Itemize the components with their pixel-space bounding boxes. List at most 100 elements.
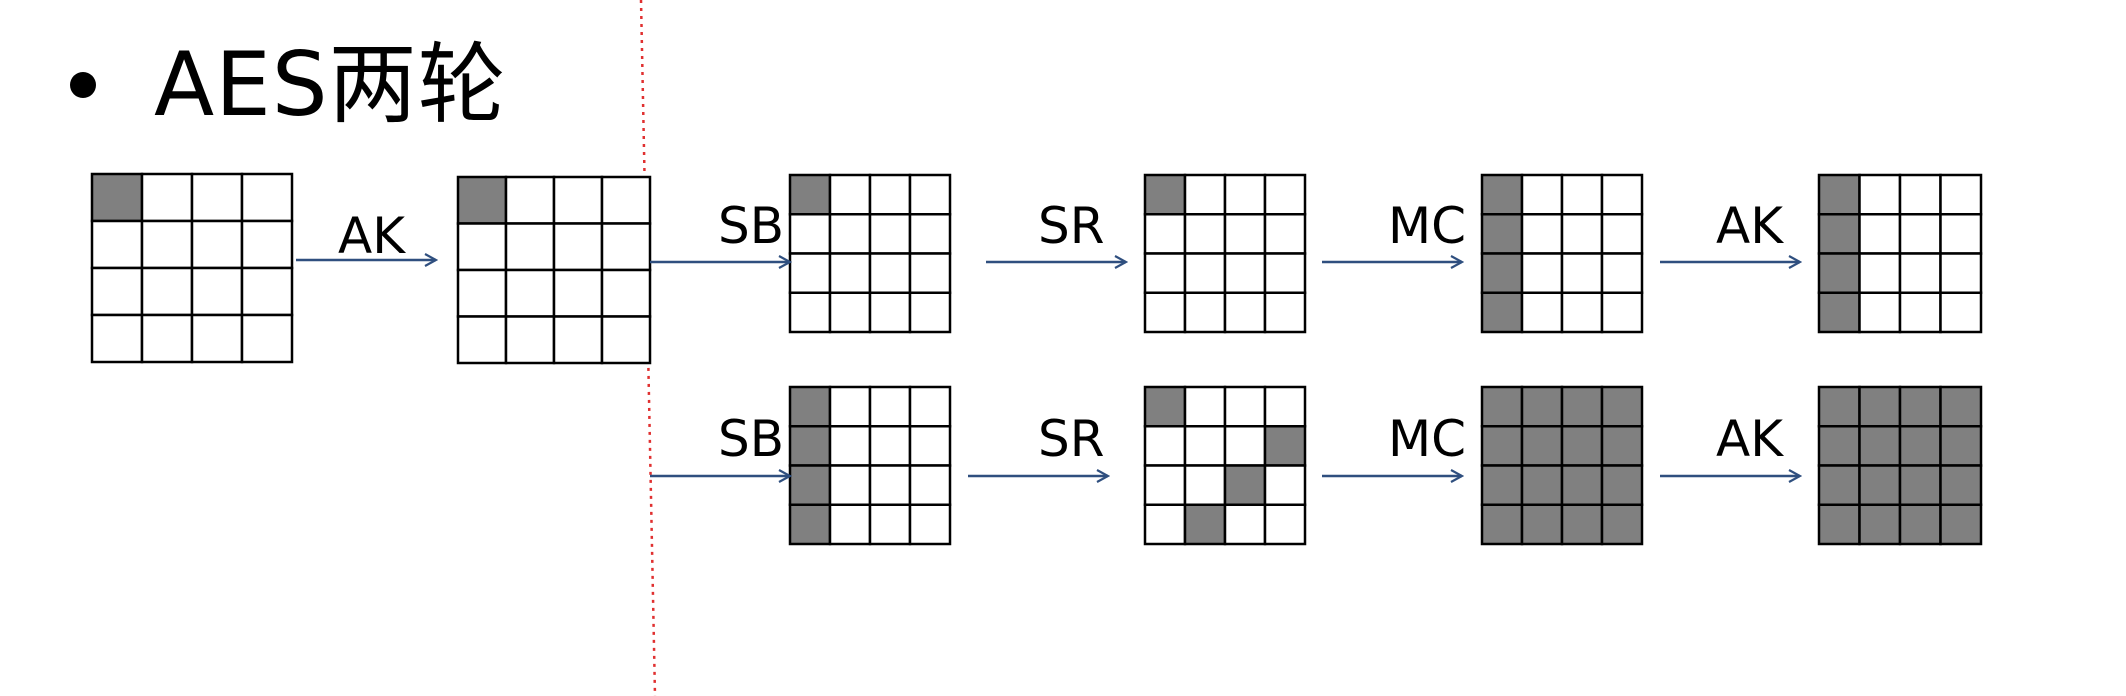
shaded-cell-r1-c1 — [1520, 425, 1564, 467]
matrix-cell-r2-c0 — [1143, 252, 1187, 294]
matrix-cell-r2-c1 — [828, 252, 872, 294]
matrix-cell-r0-c3 — [1263, 385, 1307, 428]
matrix-cell-r2-c0 — [456, 268, 508, 318]
matrix-cell-r3-c2 — [1560, 291, 1604, 334]
matrix-cell-r3-c1 — [1858, 291, 1902, 334]
shaded-cell-r2-c2 — [1560, 464, 1604, 506]
shaded-cell-r1-c2 — [1560, 425, 1604, 467]
shaded-cell-r0-c0 — [1480, 385, 1524, 428]
matrix-cell-r2-c3 — [1939, 252, 1983, 294]
shaded-cell-r2-c2 — [1223, 464, 1267, 506]
shaded-cell-r3-c0 — [1480, 291, 1524, 334]
shaded-cell-r0-c0 — [788, 385, 832, 428]
shaded-cell-r1-c0 — [1480, 213, 1524, 255]
matrix-cell-r1-c0 — [456, 222, 508, 272]
shaded-cell-r3-c0 — [1480, 503, 1524, 546]
shaded-cell-r0-c2 — [1560, 385, 1604, 428]
matrix-cell-r3-c0 — [788, 291, 832, 334]
matrix-cell-r0-c2 — [1560, 173, 1604, 216]
matrix-cell-r1-c2 — [868, 213, 912, 255]
matrix-cell-r1-c3 — [600, 222, 652, 272]
arrow-sb-bottom: SB — [650, 410, 790, 476]
state-matrix-top-after-sb — [788, 173, 952, 334]
operation-label: MC — [1388, 197, 1466, 255]
shaded-cell-r3-c0 — [1817, 503, 1861, 546]
shaded-cell-r2-c3 — [1600, 464, 1644, 506]
matrix-cell-r3-c0 — [1143, 291, 1187, 334]
operation-label: SB — [718, 410, 784, 468]
matrix-cell-r1-c1 — [1183, 213, 1227, 255]
shaded-cell-r0-c1 — [1858, 385, 1902, 428]
matrix-cell-r0-c2 — [1898, 173, 1942, 216]
matrix-cell-r2-c3 — [908, 464, 952, 506]
shaded-cell-r1-c3 — [1263, 425, 1307, 467]
matrix-cell-r1-c1 — [828, 425, 872, 467]
matrix-cell-r3-c3 — [1600, 291, 1644, 334]
matrix-cell-r3-c0 — [90, 313, 144, 364]
matrix-cell-r1-c2 — [868, 425, 912, 467]
arrow-ak-bottom: AK — [1660, 410, 1800, 476]
state-matrix-top-after-ak — [1817, 173, 1983, 334]
matrix-cell-r3-c3 — [908, 503, 952, 546]
shaded-cell-r0-c0 — [1817, 173, 1861, 216]
state-matrix-bottom-after-ak — [1817, 385, 1983, 546]
shaded-cell-r0-c3 — [1939, 385, 1983, 428]
matrix-cell-r2-c2 — [868, 464, 912, 506]
shaded-cell-r0-c2 — [1898, 385, 1942, 428]
matrix-cell-r0-c2 — [190, 172, 244, 223]
shaded-cell-r1-c0 — [1817, 425, 1861, 467]
matrix-cell-r2-c3 — [1600, 252, 1644, 294]
shaded-cell-r1-c3 — [1600, 425, 1644, 467]
matrix-cell-r3-c3 — [1263, 291, 1307, 334]
matrix-cell-r2-c3 — [240, 266, 294, 317]
matrix-cell-r2-c2 — [190, 266, 244, 317]
matrix-cell-r2-c2 — [552, 268, 604, 318]
arrow-sr-top: SR — [986, 197, 1126, 262]
shaded-cell-r2-c1 — [1858, 464, 1902, 506]
shaded-cell-r3-c3 — [1939, 503, 1983, 546]
matrix-cell-r3-c2 — [868, 503, 912, 546]
arrow-ak-1: AK — [296, 207, 436, 265]
shaded-cell-r0-c0 — [1143, 173, 1187, 216]
matrix-cell-r3-c3 — [1263, 503, 1307, 546]
shaded-cell-r2-c2 — [1898, 464, 1942, 506]
state-matrix-top-after-sr — [1143, 173, 1307, 334]
matrix-cell-r3-c1 — [140, 313, 194, 364]
matrix-cell-r2-c1 — [828, 464, 872, 506]
matrix-cell-r0-c3 — [240, 172, 294, 223]
shaded-cell-r3-c1 — [1520, 503, 1564, 546]
matrix-cell-r0-c2 — [868, 385, 912, 428]
operation-label: AK — [1716, 410, 1784, 468]
matrix-cell-r2-c1 — [504, 268, 556, 318]
matrix-cell-r3-c3 — [240, 313, 294, 364]
matrix-cell-r2-c2 — [868, 252, 912, 294]
state-matrix-bottom-after-sb — [788, 385, 952, 546]
matrix-cell-r0-c2 — [552, 175, 604, 225]
matrix-cell-r3-c2 — [190, 313, 244, 364]
matrix-cell-r3-c3 — [1939, 291, 1983, 334]
matrix-cell-r2-c2 — [1560, 252, 1604, 294]
bullet-point — [70, 72, 96, 98]
arrow-ak-top: AK — [1660, 197, 1800, 262]
matrix-cell-r1-c3 — [240, 219, 294, 270]
matrix-cell-r0-c3 — [1939, 173, 1983, 216]
matrix-cell-r2-c0 — [1143, 464, 1187, 506]
state-matrix-top-after-mc — [1480, 173, 1644, 334]
shaded-cell-r0-c3 — [1600, 385, 1644, 428]
shaded-cell-r1-c2 — [1898, 425, 1942, 467]
operation-label: SR — [1038, 410, 1104, 468]
matrix-cell-r0-c2 — [868, 173, 912, 216]
matrix-cell-r0-c3 — [600, 175, 652, 225]
matrix-cell-r3-c2 — [868, 291, 912, 334]
shaded-cell-r2-c0 — [1817, 252, 1861, 294]
matrix-cell-r1-c2 — [1223, 425, 1267, 467]
matrix-cell-r1-c2 — [190, 219, 244, 270]
matrix-cell-r3-c0 — [456, 315, 508, 365]
matrix-cell-r1-c3 — [1600, 213, 1644, 255]
matrix-cell-r2-c0 — [788, 252, 832, 294]
operation-label: SB — [718, 197, 784, 255]
matrix-cell-r0-c1 — [1183, 173, 1227, 216]
matrix-cell-r1-c3 — [908, 425, 952, 467]
matrix-cell-r3-c1 — [828, 503, 872, 546]
shaded-cell-r0-c0 — [456, 175, 508, 225]
